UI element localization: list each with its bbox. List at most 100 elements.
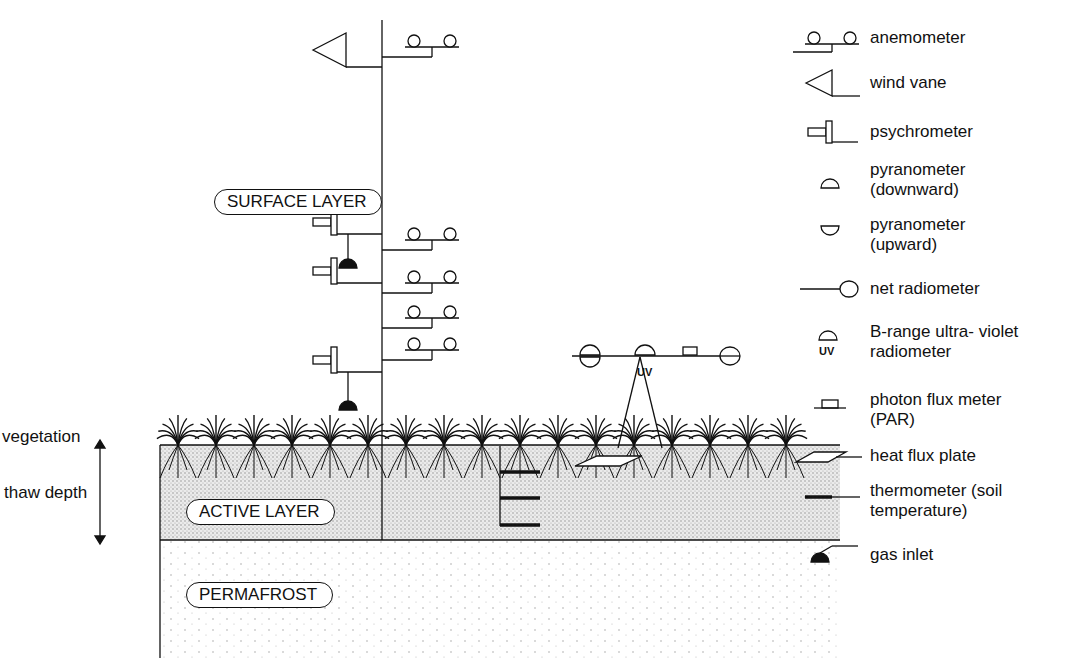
legend-stem (836, 456, 862, 457)
root (672, 445, 681, 470)
legend-text: pyranometer (upward) (870, 215, 1000, 255)
root (634, 445, 635, 478)
anemometer-stem (431, 350, 432, 360)
gas-inlet (339, 259, 357, 268)
grass-blade (748, 431, 768, 445)
root (388, 445, 406, 478)
grass-blade (710, 435, 731, 445)
psychrometer-boom (337, 282, 382, 283)
root (435, 445, 444, 470)
soil-thermometer (500, 523, 540, 527)
root (558, 445, 576, 478)
grass-blade (558, 435, 579, 445)
legend-psychrometer-tube (808, 128, 826, 136)
grass-blade (786, 424, 802, 445)
anemometer-stem (431, 318, 432, 328)
root (274, 445, 292, 478)
annotation: UV (637, 366, 652, 378)
grass-blade (520, 424, 536, 445)
gas-inlet-stem (347, 234, 348, 259)
root (216, 445, 234, 478)
anemometer-cup (444, 271, 456, 283)
anemometer-boom (382, 292, 432, 293)
root (748, 445, 749, 478)
grass-blade (178, 424, 194, 445)
grass-blade (368, 431, 388, 445)
annotation: UV (819, 345, 834, 357)
legend-net-radiometer (840, 281, 858, 297)
legend-text: thermometer (soil temperature) (870, 481, 1020, 521)
grass-blade (748, 435, 769, 445)
grass-blade (207, 418, 216, 445)
root (198, 445, 216, 478)
root (178, 445, 196, 478)
root (444, 445, 453, 470)
soil-thermometer (500, 496, 540, 500)
grass-blade (511, 418, 520, 445)
grass-blade (216, 424, 232, 445)
legend-text: heat flux plate (870, 446, 1090, 466)
root (473, 445, 482, 470)
anemometer-cup (408, 35, 420, 47)
grass-blade (634, 435, 655, 445)
root (254, 445, 255, 478)
root (292, 445, 293, 478)
root (692, 445, 710, 478)
root (169, 445, 178, 470)
anemometer-cup (444, 306, 456, 318)
grass-blade (178, 435, 199, 445)
legend-stem (831, 44, 832, 52)
root (216, 445, 225, 470)
grass-blade (558, 424, 574, 445)
anemometer-cup (444, 228, 456, 240)
anemometer-stem (431, 47, 432, 57)
root (178, 445, 187, 470)
root (654, 445, 672, 478)
legend-text: photon flux meter (PAR) (870, 390, 1020, 430)
grass-blade (254, 424, 270, 445)
root (768, 445, 786, 478)
grass-blade (672, 435, 693, 445)
grass-blade (178, 431, 198, 445)
root (350, 445, 368, 478)
wind-vane (313, 33, 346, 67)
psychrometer-body (331, 258, 337, 284)
grass-blade (444, 431, 464, 445)
root (540, 445, 558, 478)
root (701, 445, 710, 470)
grass-blade (473, 418, 482, 445)
layer-name: ACTIVE LAYER (199, 502, 322, 522)
root (312, 445, 330, 478)
root (730, 445, 748, 478)
root (368, 445, 369, 478)
legend-stem (832, 95, 860, 96)
grass-blade (254, 431, 274, 445)
grass-blade (520, 431, 540, 445)
thermometer-stem (499, 446, 500, 526)
legend-stem (800, 288, 840, 289)
grass-blade (169, 418, 178, 445)
grass-blade (292, 435, 313, 445)
root (710, 445, 711, 478)
root (663, 445, 672, 470)
legend-wind-vane (806, 70, 832, 96)
anemometer-cup (408, 338, 420, 350)
root (207, 445, 216, 470)
root (236, 445, 254, 478)
root (178, 445, 179, 478)
grass-blade (368, 424, 384, 445)
root (710, 445, 719, 470)
root (511, 445, 520, 470)
root (444, 445, 445, 478)
root (444, 445, 462, 478)
permafrost-ground (160, 540, 840, 658)
soil-thermometer (500, 470, 540, 474)
root (748, 445, 757, 470)
legend-text: anemometer (870, 28, 1090, 48)
anemometer-stem (431, 240, 432, 250)
root (254, 445, 272, 478)
grass-blade (710, 431, 730, 445)
annotation: vegetation (2, 427, 80, 447)
root (634, 445, 652, 478)
